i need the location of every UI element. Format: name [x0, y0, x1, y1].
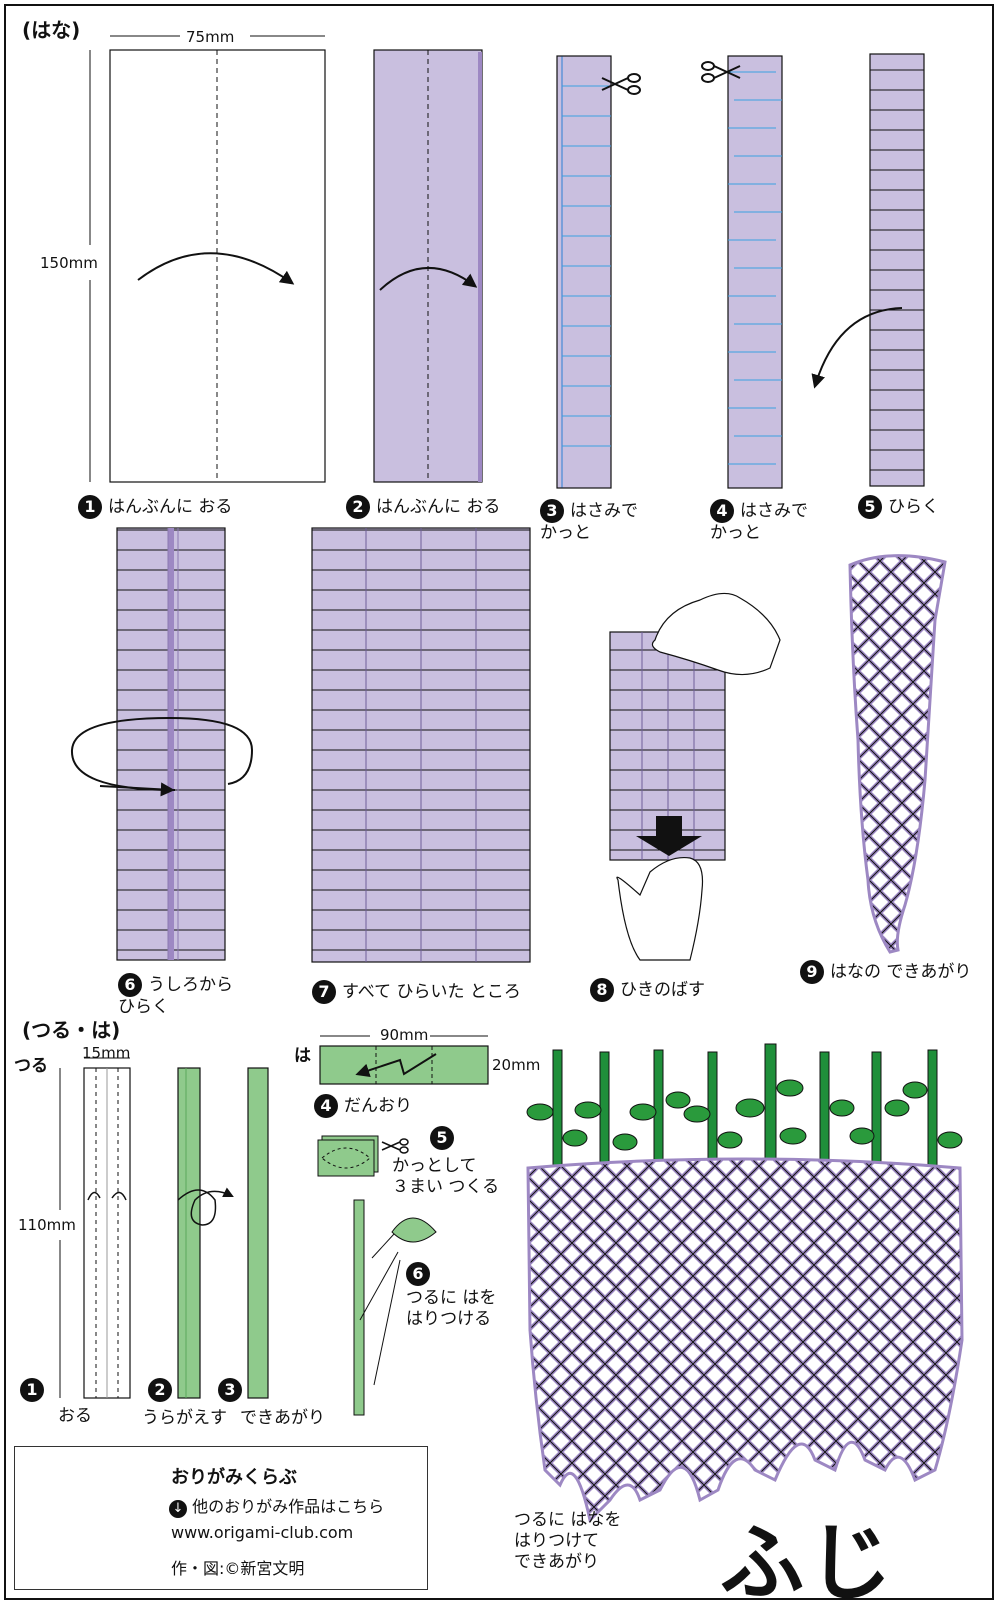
leaf-step-6-text: つるに はを はりつける	[406, 1288, 497, 1329]
credit-box: おりがみくらぶ ↓ 他のおりがみ作品はこちら www.origami-club.…	[14, 1446, 428, 1590]
final-wisteria	[526, 1043, 964, 1524]
page-title: ふじ	[720, 1514, 897, 1612]
leaf-step4-paper	[319, 1035, 489, 1085]
step3-paper	[556, 55, 612, 489]
dim-90mm: 90mm	[380, 1026, 429, 1044]
step1-paper	[89, 35, 326, 483]
scissors-icon	[701, 61, 741, 83]
leaf-step5-paper	[317, 1135, 379, 1177]
author-credit: 作・図:©新宮文明	[171, 1559, 305, 1578]
step4-cut-lines	[728, 71, 782, 465]
dim-110mm: 110mm	[18, 1216, 76, 1234]
step8-paper	[609, 631, 726, 861]
step6-paper	[70, 527, 254, 961]
vine-step1-paper	[59, 1057, 131, 1399]
section-title-vine: (つる・は)	[22, 1018, 121, 1042]
final-caption: つるに はなを はりつけて できあがり	[514, 1510, 622, 1572]
leaf-step-6-number: 6	[406, 1262, 436, 1286]
more-works-link[interactable]: ↓ 他のおりがみ作品はこちら	[169, 1493, 384, 1518]
dim-15mm: 15mm	[82, 1044, 131, 1062]
step9-flower	[848, 554, 947, 954]
step7-paper	[311, 527, 531, 963]
step2-paper	[373, 49, 483, 483]
vine-label: つる	[14, 1056, 48, 1076]
scissors-icon	[381, 1138, 409, 1154]
vine-step3-strip	[247, 1067, 269, 1399]
vine-step-1-number: 1	[20, 1378, 50, 1402]
arrow-down-icon: ↓	[169, 1500, 187, 1518]
scissors-icon	[601, 73, 641, 95]
dim-75mm: 75mm	[186, 28, 235, 46]
vine-step-2-text: うらがえす	[142, 1408, 227, 1428]
site-url[interactable]: www.origami-club.com	[171, 1523, 354, 1542]
vine-step-1-text: おる	[58, 1406, 92, 1426]
hand-icon	[616, 592, 781, 961]
step3-cut-lines	[562, 85, 611, 447]
leaf-step-5-number: 5	[430, 1126, 460, 1150]
section-title-flower: (はな)	[22, 18, 81, 42]
site-name: おりがみくらぶ	[171, 1467, 297, 1488]
vine-step2-strip	[177, 1067, 234, 1399]
step5-paper	[811, 53, 925, 487]
leaf-label: は	[294, 1046, 311, 1066]
more-works-text: 他のおりがみ作品はこちら	[192, 1497, 385, 1516]
vine-step-3-number: 3	[218, 1378, 248, 1402]
leaf-step-5-text: かっとして ３まい つくる	[392, 1156, 500, 1197]
step4-paper	[727, 55, 783, 489]
vine-step-3-text: できあがり	[240, 1408, 325, 1428]
vine-step-2-number: 2	[148, 1378, 178, 1402]
dim-20mm: 20mm	[492, 1056, 541, 1074]
page-frame	[4, 4, 994, 1600]
dim-150mm: 150mm	[40, 254, 98, 272]
leaf-step6-assembly	[353, 1199, 437, 1416]
